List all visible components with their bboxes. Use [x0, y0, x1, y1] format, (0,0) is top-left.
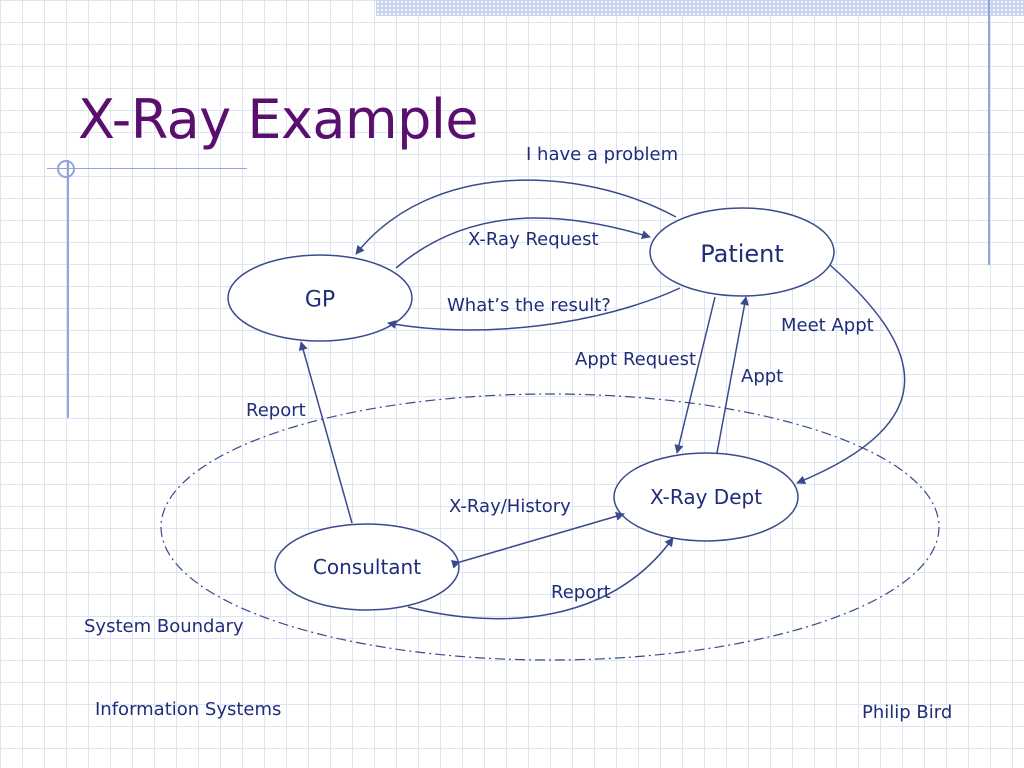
flow-consultant-xray-history	[450, 511, 625, 569]
node-patient-shape	[649, 207, 835, 297]
flow-consultant-to-xray-report	[407, 537, 674, 620]
flow-label-appt: Appt	[741, 366, 784, 387]
flow-patient-to-gp-result	[387, 287, 681, 331]
top-decor-band	[376, 0, 1024, 16]
footer-author: Philip Bird	[862, 702, 953, 723]
footer-course: Information Systems	[95, 699, 282, 720]
flow-label-result-query: What’s the result?	[447, 295, 611, 316]
flow-label-xray-request: X-Ray Request	[468, 229, 599, 250]
slide-title: X-Ray Example	[78, 88, 479, 151]
crosshair-icon	[57, 160, 75, 178]
flow-label-appt-request: Appt Request	[575, 349, 697, 370]
flow-label-xray-history: X-Ray/History	[449, 496, 571, 517]
flow-label-report-gp: Report	[246, 400, 306, 421]
title-underline-rule	[47, 168, 247, 169]
flow-label-meet-appt: Meet Appt	[781, 315, 874, 336]
flow-consultant-to-gp-report	[298, 341, 353, 524]
flow-patient-to-gp-problem	[355, 179, 677, 255]
node-xray-dept-label: X-Ray Dept	[649, 485, 763, 509]
flow-gp-to-patient-xray-request	[395, 217, 651, 269]
flow-xray-to-patient-appt	[716, 296, 749, 454]
node-patient-label: Patient	[700, 240, 784, 268]
left-decor-rule	[67, 160, 69, 418]
node-consultant-label: Consultant	[312, 555, 422, 579]
node-gp-label: GP	[304, 287, 336, 313]
flow-label-report-xray: Report	[551, 582, 611, 603]
flow-patient-to-xray-meet-appt	[796, 264, 906, 485]
flow-label-problem: I have a problem	[526, 144, 679, 165]
system-boundary-label: System Boundary	[84, 616, 244, 637]
node-gp-shape	[227, 254, 413, 342]
node-xray-dept-shape	[613, 452, 799, 542]
flow-patient-to-xray-appt-request	[674, 296, 716, 454]
right-decor-rule	[988, 0, 990, 265]
system-boundary	[160, 393, 940, 661]
